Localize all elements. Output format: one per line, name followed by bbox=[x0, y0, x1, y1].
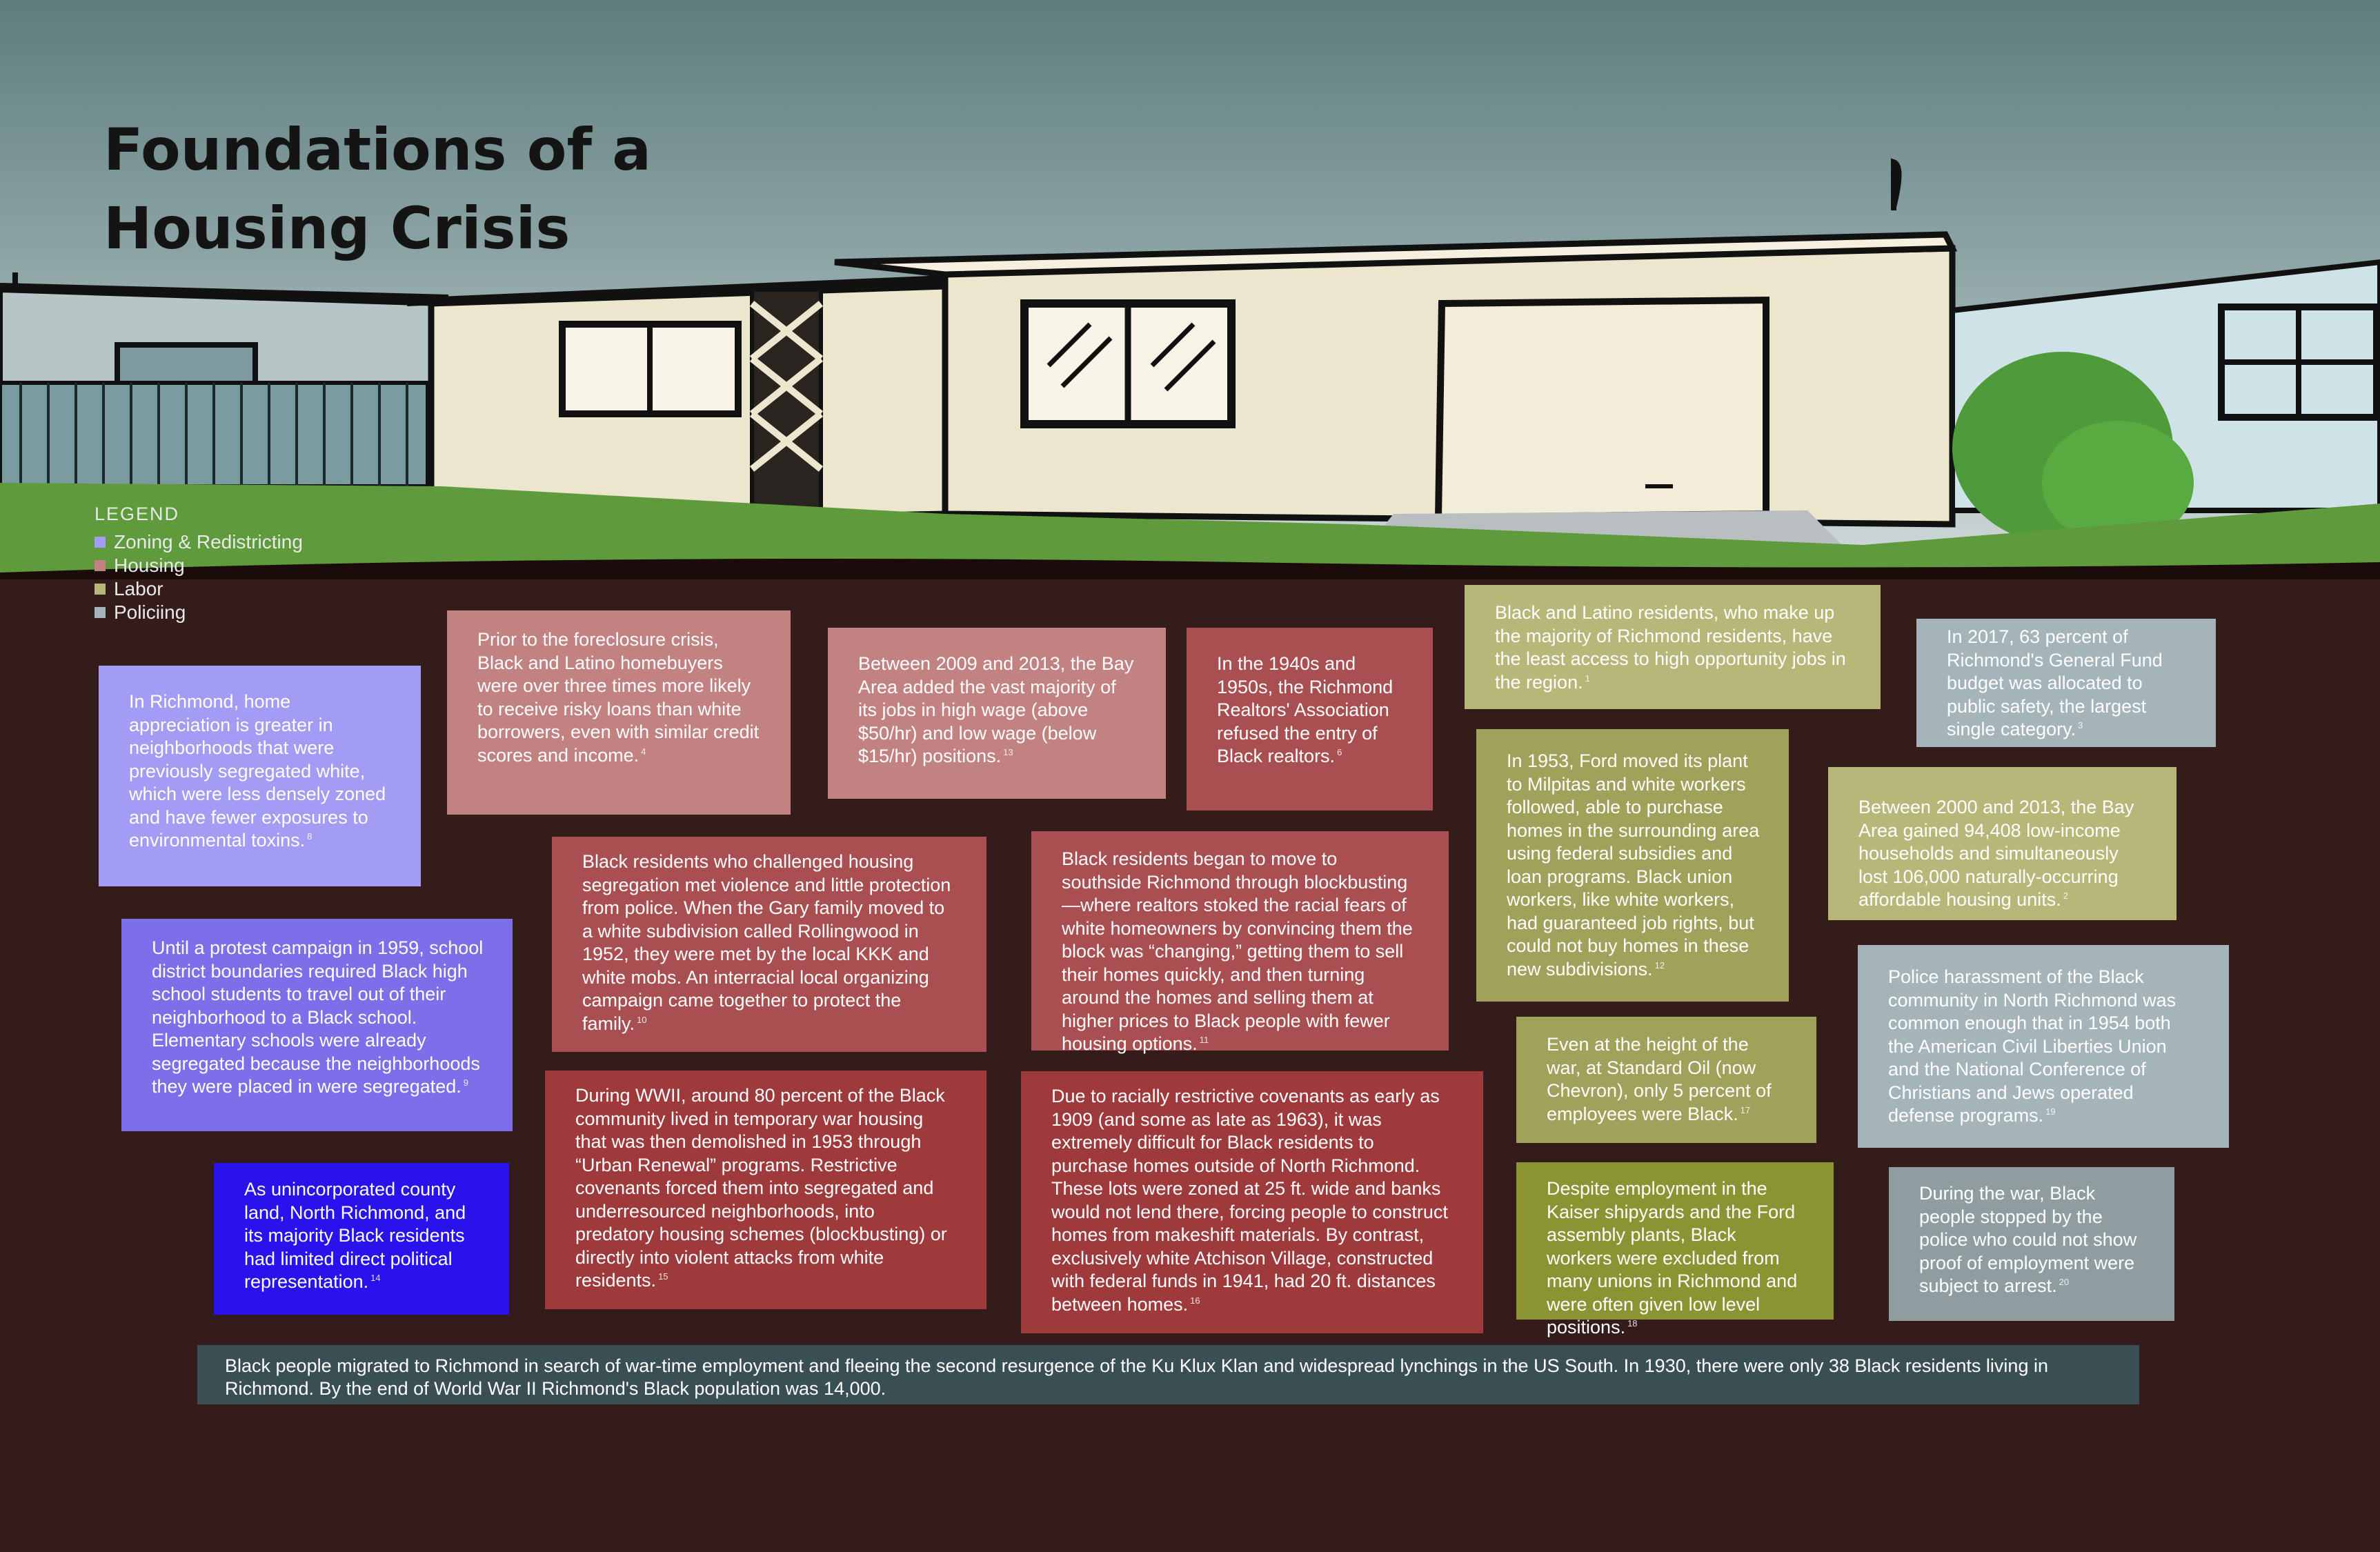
fact-box-labor: Even at the height of the war, at Standa… bbox=[1516, 1017, 1816, 1143]
fact-box-housing: In the 1940s and 1950s, the Richmond Rea… bbox=[1187, 628, 1433, 810]
fact-box-housing: Due to racially restrictive covenants as… bbox=[1021, 1071, 1483, 1333]
fact-box-labor: In 1953, Ford moved its plant to Milpita… bbox=[1476, 729, 1789, 1002]
legend-heading: LEGEND bbox=[95, 504, 180, 524]
legend-swatch bbox=[95, 537, 106, 548]
fact-box-labor: Despite employment in the Kaiser shipyar… bbox=[1516, 1162, 1834, 1337]
fact-box-housing: During WWII, around 80 percent of the Bl… bbox=[545, 1071, 986, 1309]
legend-swatch bbox=[95, 584, 106, 595]
history-banner-text: Black people migrated to Richmond in sea… bbox=[225, 1355, 2048, 1399]
fact-box-housing: Black residents who challenged housing s… bbox=[552, 837, 986, 1052]
history-banner: Black people migrated to Richmond in sea… bbox=[197, 1345, 2139, 1404]
legend-item-housing: Housing bbox=[95, 554, 303, 577]
legend-swatch bbox=[95, 607, 106, 618]
legend-swatch bbox=[95, 560, 106, 571]
fact-box-housing: Black residents began to move to southsi… bbox=[1031, 831, 1449, 1054]
fact-box-housing: Prior to the foreclosure crisis, Black a… bbox=[447, 610, 791, 815]
main-house bbox=[406, 158, 1958, 566]
fact-box-labor: Black and Latino residents, who make up … bbox=[1465, 585, 1881, 709]
fact-box-zoning: In Richmond, home appreciation is greate… bbox=[99, 666, 421, 886]
fact-box-housing: Between 2000 and 2013, the Bay Area gain… bbox=[1828, 767, 2176, 920]
bush bbox=[1952, 352, 2194, 545]
legend-item-policing: Policiing bbox=[95, 601, 303, 624]
fact-box-zoning: Until a protest campaign in 1959, school… bbox=[121, 919, 513, 1131]
legend-item-zoning: Zoning & Redistricting bbox=[95, 530, 303, 554]
page-title: Foundations of a Housing Crisis bbox=[103, 116, 651, 262]
fact-box-policing: During the war, Black people stopped by … bbox=[1889, 1167, 2174, 1321]
fence bbox=[0, 381, 430, 488]
grass bbox=[0, 483, 2380, 576]
legend: LEGEND Zoning & Redistricting Housing La… bbox=[95, 504, 303, 624]
fact-box-housing: Between 2009 and 2013, the Bay Area adde… bbox=[828, 628, 1166, 799]
fact-box-zoning: As unincorporated county land, North Ric… bbox=[214, 1163, 509, 1315]
fact-box-policing: Police harassment of the Black community… bbox=[1858, 945, 2229, 1148]
legend-item-labor: Labor bbox=[95, 577, 303, 601]
fact-box-policing: In 2017, 63 percent of Richmond's Genera… bbox=[1916, 619, 2216, 747]
